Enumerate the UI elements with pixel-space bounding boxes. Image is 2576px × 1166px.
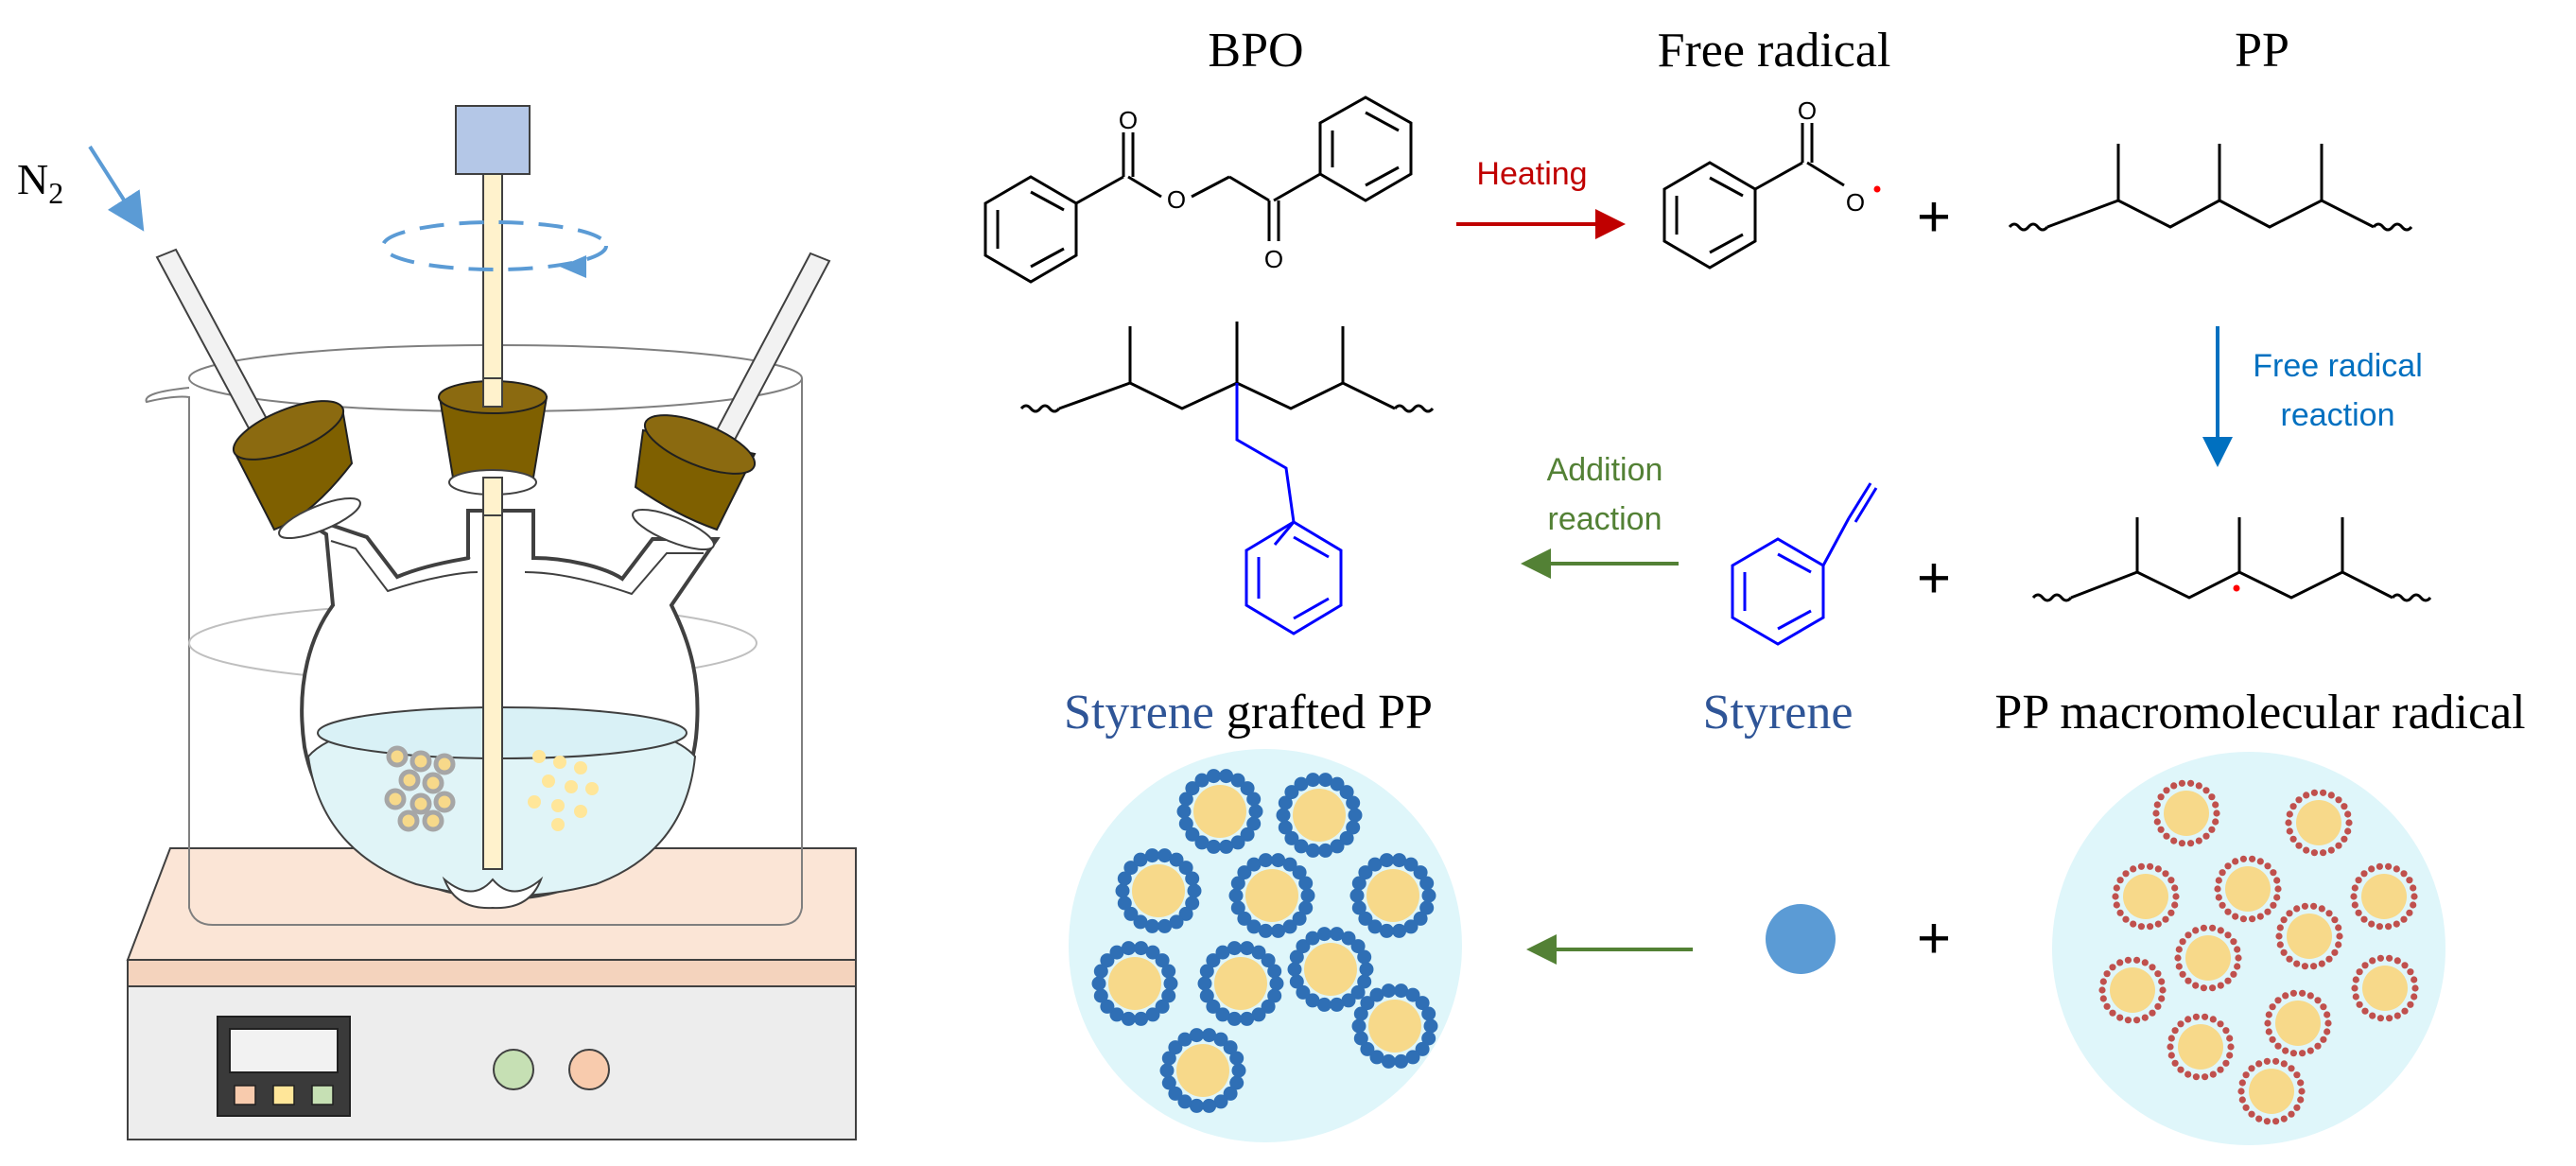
right-outlet-tube: [632, 252, 831, 551]
label-free-radical: Free radical: [1658, 24, 1891, 78]
plus-3: +: [1917, 906, 1951, 971]
nitrogen-inlet-label: N2: [17, 145, 145, 232]
reaction-apparatus: N2: [17, 105, 857, 1140]
grafted-particle: [1115, 848, 1202, 933]
right-stopper-top: [643, 414, 757, 475]
hot-plate-stirrer: [126, 847, 857, 1140]
rotation-indicator: [381, 220, 608, 271]
grafted-pp-structure: [1019, 322, 1435, 635]
pp-dispersion-bg: [2052, 752, 2445, 1145]
gas-flow-arrow: [88, 145, 145, 232]
hot-plate-lip: [127, 959, 857, 987]
heating-label: Heating: [1476, 156, 1587, 192]
gas-inlet-tube: [155, 248, 361, 540]
grafted-particle: [1176, 769, 1263, 854]
grafted-particle: [1197, 941, 1284, 1026]
right-neck-collar: [632, 508, 715, 551]
hot-plate-key-1: [234, 1085, 256, 1105]
flask-inner-outline: [330, 540, 704, 596]
beaker-wall: [145, 378, 803, 926]
grafted-particle-dispersion: [1069, 749, 1462, 1142]
styrene-monomer-structure: [1731, 482, 1878, 646]
rotation-arrow-icon: [560, 255, 586, 278]
grafted-particle: [1228, 853, 1315, 938]
pp-macroradical-structure: [2031, 517, 2432, 602]
label-pp-macroradical: PP macromolecular radical: [1994, 686, 2525, 740]
center-neck: [438, 377, 548, 516]
plus-1: +: [1917, 184, 1951, 250]
label-bpo: BPO: [1208, 24, 1303, 78]
addition-reaction-label-2: reaction: [1548, 501, 1662, 537]
radical-dot: [1873, 185, 1881, 193]
label-styrene-monomer: Styrene: [1703, 686, 1854, 740]
pp-radical-particle: [2264, 989, 2332, 1057]
pp-radical-particle: [2167, 1013, 2235, 1081]
overhead-stirrer: [381, 105, 608, 910]
grafted-particle: [1091, 941, 1178, 1026]
pp-chain-structure: [2008, 144, 2413, 232]
bpo-structure: [983, 96, 1413, 284]
bpo-ether-o: O: [1167, 185, 1186, 214]
hot-plate-knob-green: [493, 1049, 534, 1090]
solution-particles-coated: [384, 745, 456, 832]
pp-radical-particle: [2112, 862, 2180, 931]
grafted-particle: [1287, 927, 1374, 1012]
pp-radical-particle: [2275, 902, 2343, 970]
pp-radical-particle: [2237, 1057, 2306, 1125]
grafted-particle: [1159, 1028, 1246, 1113]
free-radical-reaction-label-1: Free radical: [2253, 348, 2423, 384]
reaction-scheme: BPO Free radical PP O O O Heat: [983, 24, 2526, 1145]
radical-oxygen: O: [1846, 188, 1865, 217]
stirrer-shaft: [482, 173, 503, 870]
grafted-particle: [1349, 853, 1436, 938]
bpo-carbonyl-o-1: O: [1119, 106, 1138, 134]
pp-radical-particle: [2174, 924, 2242, 992]
solution-particles-bare: [528, 750, 599, 831]
label-grafted-pp: Styrene grafted PP: [1064, 686, 1433, 740]
styrene-monomer-particle: [1766, 904, 1836, 974]
hot-plate-display-screen: [229, 1028, 339, 1073]
left-neck-collar: [278, 496, 361, 540]
pp-radical-particle: [2098, 956, 2167, 1024]
pp-radical-particle: [2152, 779, 2220, 847]
plus-2: +: [1917, 546, 1951, 611]
bpo-carbonyl-o-2: O: [1264, 245, 1283, 273]
grafted-particle: [1351, 983, 1438, 1069]
radical-carbonyl-o: O: [1798, 96, 1817, 125]
pp-radical-particle: [2214, 855, 2282, 923]
grafted-particle: [1276, 773, 1363, 858]
stirrer-motor: [455, 105, 531, 175]
label-pp: PP: [2235, 24, 2289, 78]
pp-radical-particle-dispersion: [2052, 752, 2445, 1145]
pp-radical-particle: [2285, 789, 2353, 857]
macroradical-dot: [2233, 584, 2240, 592]
free-radical-reaction-label-2: reaction: [2281, 397, 2395, 433]
addition-reaction-label-1: Addition: [1547, 452, 1663, 488]
left-stopper: [233, 407, 354, 531]
benzoyloxy-radical-structure: [1662, 123, 1845, 270]
stirrer-paddle: [442, 876, 544, 910]
hot-plate-key-3: [311, 1085, 334, 1105]
hot-plate-knob-orange: [568, 1049, 610, 1090]
gas-label: N2: [17, 155, 63, 210]
pp-radical-particle: [2351, 954, 2419, 1022]
left-stopper-top: [232, 400, 345, 461]
hot-plate-key-2: [272, 1085, 295, 1105]
pp-radical-particle: [2350, 862, 2418, 931]
